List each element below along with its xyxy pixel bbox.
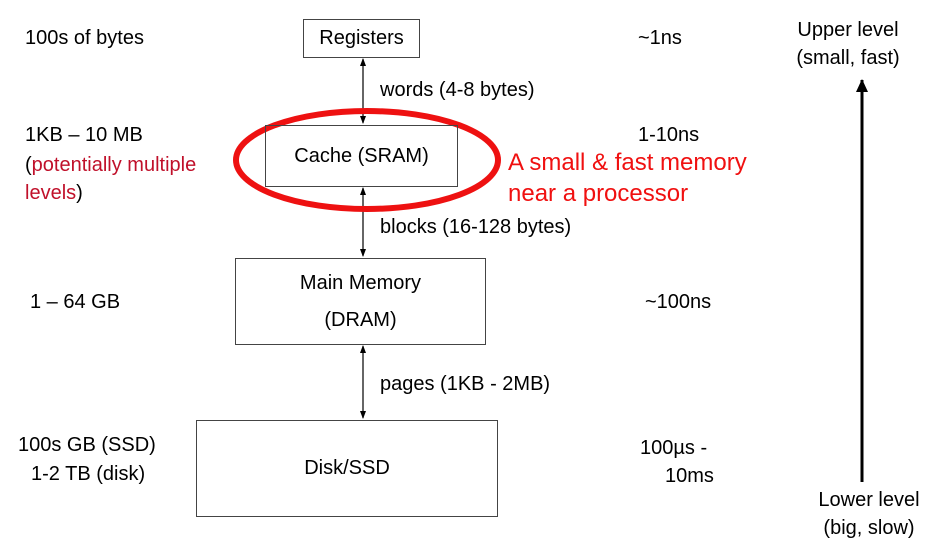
- registers-box: Registers: [303, 19, 420, 58]
- transfer-words: words (4-8 bytes): [380, 79, 535, 101]
- cache-highlight-ellipse: [233, 108, 501, 212]
- paren: ): [76, 182, 83, 204]
- lower-level-label: Lower level: [818, 489, 920, 511]
- transfer-pages: pages (1KB - 2MB): [380, 373, 551, 395]
- dram-label: (DRAM): [324, 308, 397, 331]
- disk-latency-2: 10ms: [665, 465, 714, 487]
- disk-box: Disk/SSD: [196, 420, 498, 517]
- cache-size: 1KB – 10 MB: [25, 124, 143, 146]
- cache-box: Cache (SRAM): [265, 125, 458, 187]
- disk-label: Disk/SSD: [304, 457, 390, 479]
- upper-level-desc: (small, fast): [796, 47, 900, 69]
- upper-level-label: Upper level: [797, 19, 899, 41]
- cache-latency: 1-10ns: [638, 124, 700, 146]
- lower-level-desc: (big, slow): [823, 517, 915, 539]
- transfer-blocks: blocks (16-128 bytes): [380, 216, 572, 238]
- cache-size-note-2: levels): [25, 181, 83, 205]
- cache-label: Cache (SRAM): [294, 144, 429, 167]
- note-text-2: levels: [25, 182, 77, 204]
- paren: (: [25, 154, 32, 176]
- registers-size: 100s of bytes: [25, 27, 144, 49]
- cache-size-note: (potentially multiple: [25, 153, 196, 177]
- callout-line-2: near a processor: [508, 180, 689, 207]
- main-memory-box: Main Memory (DRAM): [235, 258, 486, 345]
- main-memory-label: Main Memory: [299, 271, 422, 294]
- registers-label: Registers: [319, 27, 404, 49]
- callout-line-1: A small & fast memory: [508, 149, 747, 176]
- memory-latency: ~100ns: [645, 291, 712, 313]
- disk-latency-1: 100µs -: [640, 437, 708, 459]
- note-text: potentially multiple: [31, 154, 197, 176]
- registers-latency: ~1ns: [638, 27, 682, 49]
- ssd-size: 100s GB (SSD): [18, 434, 156, 456]
- disk-size: 1-2 TB (disk): [31, 463, 146, 485]
- memory-size: 1 – 64 GB: [30, 291, 121, 313]
